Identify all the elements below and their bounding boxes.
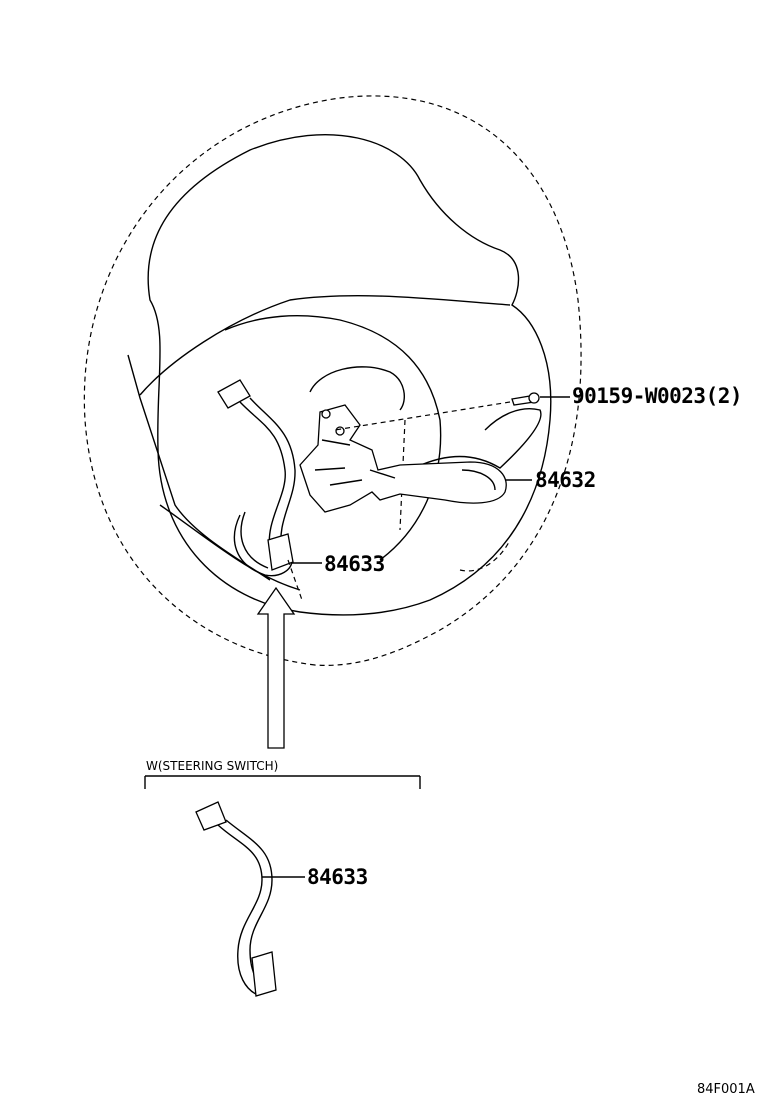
bolt [334, 392, 540, 431]
group-label: W(STEERING SWITCH) [146, 759, 278, 773]
wire-harness-installed [217, 379, 303, 601]
wheel-hub [127, 295, 511, 591]
switch-detail [314, 439, 496, 491]
wheel-inner-rim [147, 133, 552, 616]
standalone-connector-top [195, 801, 227, 831]
pointer-arrow [256, 586, 296, 749]
wheel-outer-rim [83, 95, 582, 666]
callout-bolt: 90159-W0023(2) [572, 384, 742, 408]
connector-top [217, 379, 251, 409]
horn-pad [309, 366, 406, 411]
harness-cable [239, 397, 296, 553]
wire-harness-standalone [195, 801, 277, 997]
bolt-axis-line [334, 401, 511, 431]
bolt-hole-upper [321, 409, 331, 419]
connector-bottom [267, 533, 294, 571]
callout-wire-upper: 84633 [324, 552, 385, 576]
harness-dash [287, 559, 303, 601]
group-bracket [144, 775, 421, 789]
leader-lines [262, 396, 570, 878]
standalone-connector-bottom [251, 951, 277, 997]
callout-switch: 84632 [535, 468, 596, 492]
figure-code: 84F001A [697, 1082, 755, 1097]
harness-loop [233, 511, 293, 577]
steering-switch [299, 404, 507, 513]
steering-wheel [83, 95, 582, 666]
spoke-right [409, 408, 542, 471]
switch-body [299, 404, 507, 513]
callout-wire-lower: 84633 [307, 865, 368, 889]
bolt-head [528, 392, 540, 404]
standalone-cable-a [217, 824, 263, 996]
bolt-hole-lower [335, 426, 345, 436]
